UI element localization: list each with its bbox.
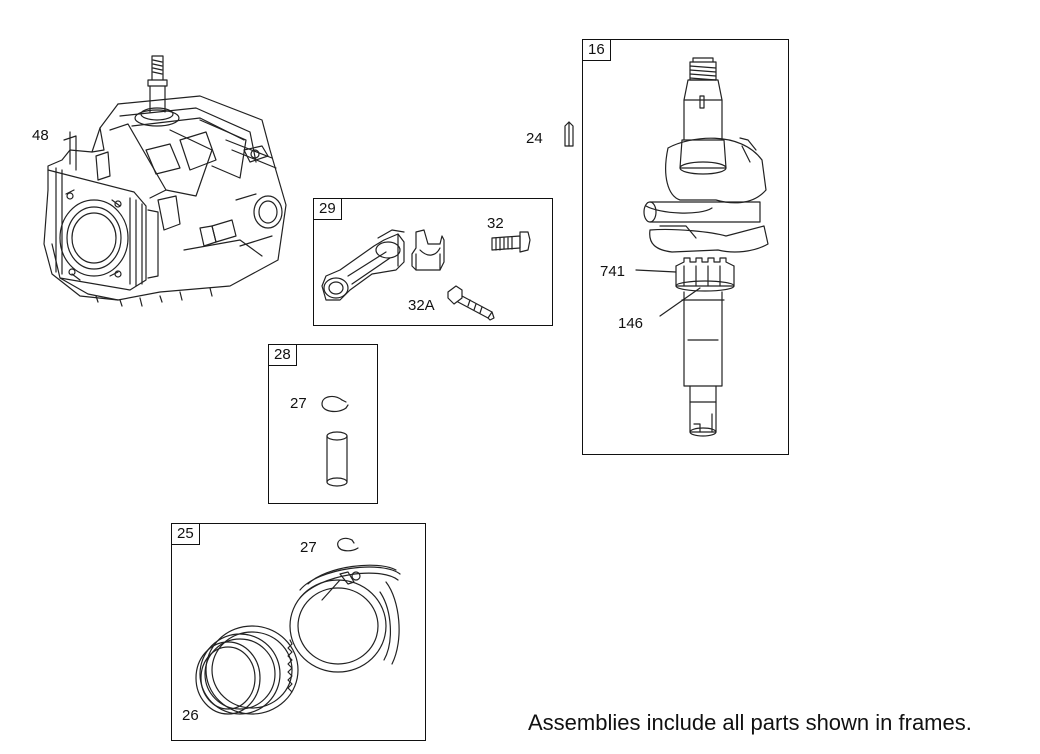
callout-27-frame-25: 27 [300,539,317,556]
piston-rings-drawing [195,625,299,715]
frame-28-piston-pin: 28 [268,344,378,504]
assemblies-note: Assemblies include all parts shown in fr… [528,710,972,735]
frame-16-crankshaft: 16 [582,39,789,455]
connecting-rod-drawing [321,229,445,301]
callout-741: 741 [600,263,626,280]
leader-line-741 [635,269,677,273]
callout-24: 24 [526,130,543,147]
frame-number-16: 16 [583,40,611,61]
crankshaft-drawing [643,57,769,437]
retaining-ring-drawing-1 [321,395,349,413]
callout-32a: 32A [408,297,435,314]
frame-29-connecting-rod: 29 [313,198,553,326]
callout-48: 48 [32,127,49,144]
frame-25-piston-assembly: 25 [171,523,426,741]
retaining-ring-drawing-2 [337,537,359,552]
callout-27-frame-28: 27 [290,395,307,412]
piston-pin-drawing [326,431,348,487]
callout-32: 32 [487,215,504,232]
frame-number-25: 25 [172,524,200,545]
rod-bolt-32a-drawing [447,285,495,321]
piston-drawing [289,564,401,673]
callout-26: 26 [182,707,199,724]
leader-line-146 [659,287,701,317]
frame-number-29: 29 [314,199,342,220]
engine-block-drawing [43,55,287,307]
callout-146: 146 [618,315,644,332]
frame-number-28: 28 [269,345,297,366]
rod-bolt-32-drawing [491,231,531,253]
key-part-24-drawing [564,121,574,147]
